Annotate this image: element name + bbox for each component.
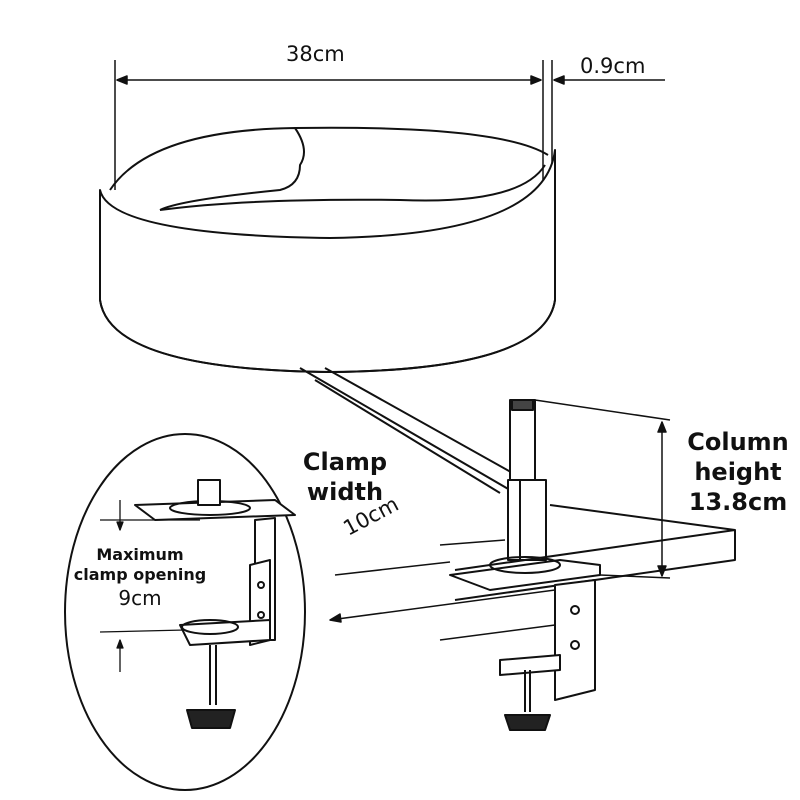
support-column	[507, 399, 547, 561]
clamp-width-label: Clamp width	[290, 447, 400, 507]
clamp-width-line1: Clamp	[302, 448, 388, 476]
column-height-line2: height	[694, 458, 782, 486]
wall-thickness-label: 0.9cm	[580, 54, 646, 78]
tray-width-dimension	[114, 60, 665, 190]
column-height-value: 13.8cm	[688, 488, 788, 516]
column-height-line1: Column	[687, 428, 789, 456]
max-opening-line1: Maximum	[96, 545, 184, 564]
clamp-detail-inset	[64, 433, 306, 791]
max-opening-value: 9cm	[118, 586, 162, 610]
column-height-dimension	[534, 399, 671, 579]
clamp-width-dimension	[329, 539, 556, 641]
max-clamp-opening-label: Maximum clamp opening 9cm	[55, 545, 225, 611]
tray-diameter-label: 38cm	[286, 42, 345, 66]
clamp-width-line2: width	[306, 478, 384, 506]
desk-clamp	[449, 556, 601, 731]
column-height-label: Column height 13.8cm	[678, 427, 798, 517]
round-tray	[99, 126, 556, 373]
max-opening-line2: clamp opening	[73, 565, 207, 584]
